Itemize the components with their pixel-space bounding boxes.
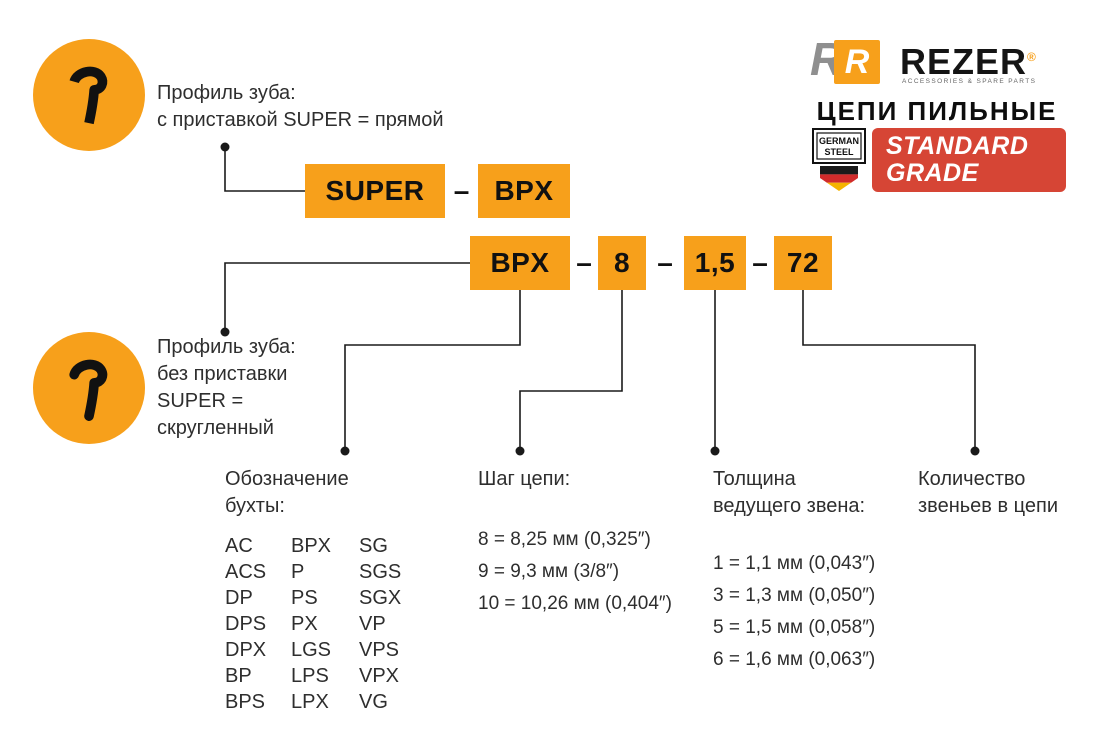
german-steel-text: STEEL <box>824 147 854 157</box>
gauge-heading: Толщина ведущего звена: <box>713 466 865 520</box>
heading-line: Обозначение <box>225 468 349 490</box>
code-box-pitch: 8 <box>598 236 646 290</box>
heading-line: бухты: <box>225 495 285 517</box>
tooth-profile-icon <box>69 359 108 421</box>
callout-line: SUPER = <box>157 390 244 412</box>
brand-block: R R REZER® ACCESSORIES & SPARE PARTS ЦЕП… <box>808 34 1066 194</box>
callout-line: скругленный <box>157 417 274 439</box>
code-separator: – <box>657 247 673 278</box>
code-item: BP <box>225 665 252 687</box>
code-item: VPS <box>359 639 400 661</box>
gauge-item: 1 = 1,1 мм (0,043″) <box>713 553 876 574</box>
rezer-wordmark-text: REZER <box>900 41 1028 82</box>
tooth-profile-rounded-badge <box>33 332 145 444</box>
code-item: DPS <box>225 613 267 635</box>
code-item: SG <box>359 535 388 557</box>
grade-line: GRADE <box>886 159 979 187</box>
code-separator: – <box>576 247 592 278</box>
code-item: SGS <box>359 561 402 583</box>
callout-line: с приставкой SUPER = прямой <box>157 109 444 131</box>
code-box-links: 72 <box>774 236 832 290</box>
code-item: DPX <box>225 639 267 661</box>
registered-mark: ® <box>1027 50 1037 64</box>
code-item: LPS <box>291 665 329 687</box>
code-item: LPX <box>291 691 329 713</box>
code-item: BPS <box>225 691 266 713</box>
german-steel-text: GERMAN <box>819 136 859 146</box>
code-separator: – <box>453 175 470 206</box>
callout-line: без приставки <box>157 363 288 385</box>
pitch-item: 8 = 8,25 мм (0,325″) <box>478 529 651 550</box>
designation-heading: Обозначение бухты: <box>225 466 349 520</box>
callout-line: Профиль зуба: <box>157 336 296 358</box>
code-item: BPX <box>291 535 332 557</box>
callout-rounded-profile: Профиль зуба: без приставки SUPER = скру… <box>157 334 296 442</box>
rezer-logo-tile: R <box>834 40 880 84</box>
code-box-bpx-row2: BPX <box>470 236 570 290</box>
pitch-items: 8 = 8,25 мм (0,325″) 9 = 9,3 мм (3/8″) 1… <box>478 524 672 620</box>
gauge-item: 6 = 1,6 мм (0,063″) <box>713 649 876 670</box>
code-item: PS <box>291 587 318 609</box>
heading-line: звеньев в цепи <box>918 495 1058 517</box>
german-flag-shield-icon <box>820 166 858 191</box>
heading-line: Количество <box>918 468 1026 490</box>
links-heading: Количество звеньев в цепи <box>918 466 1058 520</box>
heading-line: ведущего звена: <box>713 495 866 517</box>
grade-line: STANDARD <box>886 132 1029 160</box>
designation-codes-grid: AC BPX SG ACS P SGS DP PS SGX DPS PX VP … <box>225 533 421 715</box>
code-item: LGS <box>291 639 332 661</box>
code-item: ACS <box>225 561 267 583</box>
code-item: DP <box>225 587 253 609</box>
rezer-logo-tile-letter: R <box>844 42 870 81</box>
gauge-item: 3 = 1,3 мм (0,050″) <box>713 585 876 606</box>
heading-line: Толщина <box>713 468 796 490</box>
rezer-tagline: ACCESSORIES & SPARE PARTS <box>902 78 1037 85</box>
code-item: VG <box>359 691 388 713</box>
callout-line: Профиль зуба: <box>157 82 296 104</box>
code-box-bpx-row1: BPX <box>478 164 570 218</box>
code-item: P <box>291 561 305 583</box>
code-item: VP <box>359 613 386 635</box>
tooth-profile-straight-badge <box>33 39 145 151</box>
pitch-item: 10 = 10,26 мм (0,404″) <box>478 593 672 614</box>
gauge-item: 5 = 1,5 мм (0,058″) <box>713 617 876 638</box>
pitch-item: 9 = 9,3 мм (3/8″) <box>478 561 620 582</box>
code-item: SGX <box>359 587 402 609</box>
german-steel-badge: GERMAN STEEL <box>812 128 866 191</box>
tooth-profile-icon <box>69 66 108 125</box>
code-box-super: SUPER <box>305 164 445 218</box>
code-item: AC <box>225 535 253 557</box>
rezer-wordmark: REZER® <box>900 38 1037 81</box>
code-item: VPX <box>359 665 400 687</box>
callout-straight-profile: Профиль зуба: с приставкой SUPER = прямо… <box>157 80 444 134</box>
code-box-gauge: 1,5 <box>684 236 746 290</box>
product-line-title: ЦЕПИ ПИЛЬНЫЕ <box>816 96 1058 126</box>
standard-grade-badge: STANDARD GRADE <box>872 128 1066 192</box>
code-item: PX <box>291 613 318 635</box>
gauge-items: 1 = 1,1 мм (0,043″) 3 = 1,3 мм (0,050″) … <box>713 548 875 676</box>
code-separator: – <box>752 247 768 278</box>
pitch-heading: Шаг цепи: <box>478 468 571 490</box>
